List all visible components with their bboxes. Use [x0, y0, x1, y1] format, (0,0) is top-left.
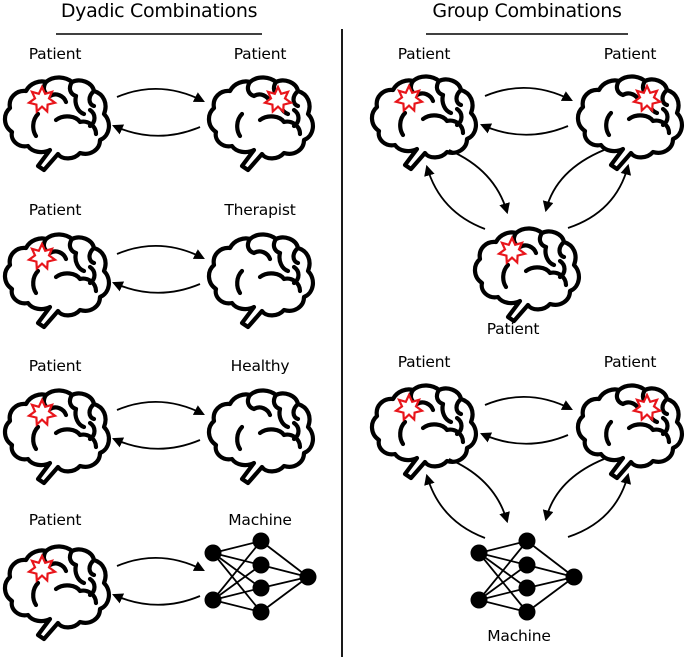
dyadic-left-label: Patient: [28, 45, 82, 63]
output-node: [299, 568, 317, 586]
network-edge: [526, 576, 575, 613]
arrow-forward: [116, 245, 205, 259]
network-edge: [260, 576, 309, 613]
arrow-backward: [480, 123, 569, 136]
brain-icon: [5, 390, 109, 483]
hidden-node: [252, 603, 270, 621]
dyadic-right-label: Machine: [228, 511, 292, 529]
brain-icon: [475, 228, 579, 321]
arrow-from-bottom: [567, 472, 632, 538]
dyadic-right-brain: [209, 234, 313, 327]
arrow-to-bottom: [542, 149, 605, 213]
brain-icon: [209, 390, 313, 483]
dyadic-right-brain: [209, 390, 313, 483]
lesion-star-icon: [27, 85, 57, 113]
arrow-backward: [480, 432, 569, 445]
arrow-from-bottom: [424, 473, 486, 539]
group-top-left-label: Patient: [397, 45, 451, 63]
dyadic-right-brain: [209, 77, 313, 170]
hidden-node: [518, 603, 536, 621]
arrow-to-bottom: [448, 149, 510, 215]
input-node: [204, 544, 222, 562]
brain-icon: [209, 77, 313, 170]
network-edge: [260, 540, 309, 578]
arrow-backward: [112, 593, 201, 606]
brain-icon: [5, 234, 109, 327]
network-edge: [478, 540, 528, 601]
input-node: [470, 591, 488, 609]
arrow-backward: [112, 437, 201, 450]
lesion-star-icon: [394, 84, 424, 112]
group-triad: [372, 76, 682, 321]
group-bottom-brain: [475, 228, 579, 321]
dyadic-left-brain: [5, 234, 109, 327]
network-edge: [526, 540, 575, 578]
arrow-forward: [484, 396, 573, 410]
network-edge: [212, 564, 262, 601]
dyadic-title: Dyadic Combinations: [60, 0, 258, 22]
arrow-forward: [116, 401, 205, 415]
lesion-star-icon: [27, 554, 57, 582]
hidden-node: [518, 579, 536, 597]
group-bottom-network: [470, 532, 583, 621]
group-title: Group Combinations: [432, 0, 622, 22]
arrow-forward: [116, 557, 205, 571]
lesion-star-icon: [27, 242, 57, 270]
brain-icon: [5, 77, 109, 170]
arrow-forward: [484, 87, 573, 101]
arrow-forward: [116, 88, 205, 102]
dyadic-left-label: Patient: [28, 511, 82, 529]
input-node: [470, 544, 488, 562]
dyadic-left-label: Patient: [28, 201, 82, 219]
dyadic-left-label: Patient: [28, 357, 82, 375]
group-triad: [372, 385, 682, 621]
network-edge: [212, 540, 262, 601]
lesion-star-icon: [263, 85, 293, 113]
hidden-node: [252, 579, 270, 597]
dyadic-pair: [5, 390, 313, 483]
dyadic-right-network: [204, 532, 317, 621]
arrow-backward: [112, 124, 201, 137]
output-node: [565, 568, 583, 586]
hidden-node: [252, 532, 270, 550]
lesion-star-icon: [632, 84, 662, 112]
hidden-node: [518, 556, 536, 574]
arrow-backward: [112, 281, 201, 294]
dyadic-left-brain: [5, 546, 109, 639]
dyadic-section: [5, 77, 317, 639]
input-node: [204, 591, 222, 609]
arrow-to-bottom: [542, 458, 605, 522]
brain-icon: [5, 546, 109, 639]
dyadic-left-brain: [5, 77, 109, 170]
group-bottom-label: Patient: [486, 320, 540, 338]
group-top-right-label: Patient: [603, 353, 657, 371]
group-top-left-label: Patient: [397, 353, 451, 371]
dyadic-right-label: Therapist: [224, 201, 296, 219]
lesion-star-icon: [27, 398, 57, 426]
group-bottom-label: Machine: [487, 627, 551, 645]
hidden-node: [518, 532, 536, 550]
group-top-right-label: Patient: [603, 45, 657, 63]
dyadic-right-label: Patient: [233, 45, 287, 63]
dyadic-pair: [5, 234, 313, 327]
group-section: [372, 76, 682, 621]
dyadic-left-brain: [5, 390, 109, 483]
arrow-to-bottom: [448, 458, 510, 524]
network-edge: [478, 564, 528, 601]
lesion-star-icon: [394, 393, 424, 421]
arrow-from-bottom: [567, 163, 632, 229]
hidden-node: [252, 556, 270, 574]
brain-icon: [209, 234, 313, 327]
lesion-star-icon: [497, 236, 527, 264]
dyadic-pair: [5, 77, 313, 170]
dyadic-pair: [5, 532, 317, 640]
arrow-from-bottom: [424, 164, 486, 230]
dyadic-right-label: Healthy: [230, 357, 290, 375]
lesion-star-icon: [632, 393, 662, 421]
